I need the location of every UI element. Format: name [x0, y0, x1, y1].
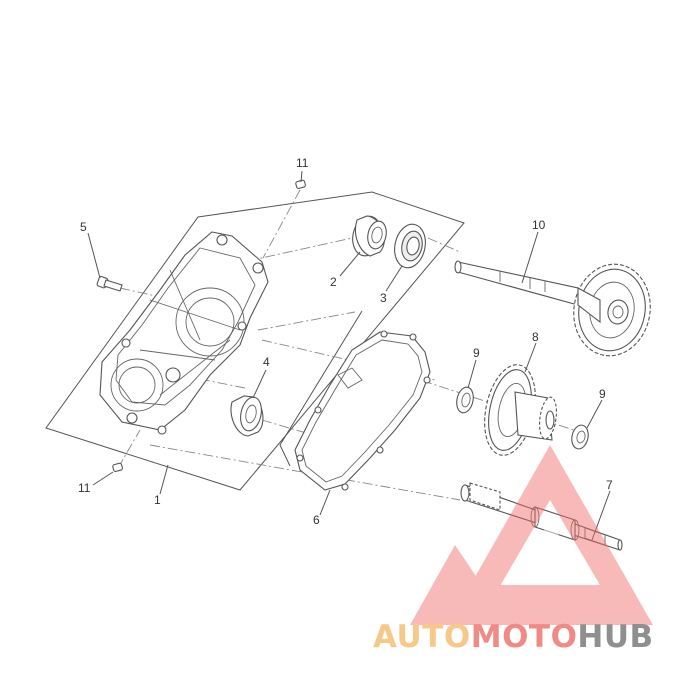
gasket-group-frame — [279, 310, 363, 467]
logo-triangle-shape — [410, 445, 653, 625]
part-8-double-gear — [484, 364, 557, 456]
label-part-6: 6 — [313, 513, 320, 527]
label-part-3: 3 — [380, 291, 387, 305]
label-part-5: 5 — [80, 220, 87, 234]
watermark-logo-icon — [410, 445, 653, 625]
label-part-10: 10 — [532, 218, 546, 232]
watermark-brand-hub: HUB — [577, 619, 653, 655]
label-part-11-upper: 11 — [296, 156, 309, 170]
part-9-washer-right — [571, 424, 589, 450]
part-7-shaft — [460, 482, 623, 551]
watermark-brand-moto: MOTO — [471, 619, 578, 655]
label-part-9-left: 9 — [473, 346, 480, 360]
part-labels: 11 5 10 2 3 8 9 9 4 11 1 6 7 — [78, 156, 613, 527]
part-2-bearing — [352, 215, 387, 257]
label-part-2: 2 — [330, 275, 337, 289]
leader-lines — [87, 170, 611, 541]
part-11-lower-dowel — [112, 462, 123, 472]
part-6-gasket — [294, 330, 431, 491]
part-1-transmission-cover — [99, 231, 269, 435]
label-part-4: 4 — [263, 355, 270, 369]
label-part-9-right: 9 — [599, 387, 606, 401]
watermark-brand-auto: AUTO — [373, 619, 471, 655]
watermark-brand-text: AUTOMOTOHUB — [373, 619, 654, 655]
part-9-washer-left — [456, 386, 474, 414]
part-5-bolt — [96, 275, 123, 292]
part-11-upper-dowel — [295, 179, 306, 189]
part-4-bearing — [230, 395, 264, 437]
label-part-8: 8 — [532, 330, 539, 344]
gear-10-teeth — [573, 263, 651, 357]
logo-inner-triangle — [515, 520, 585, 580]
part-10-driven-shaft-gear — [454, 260, 651, 357]
label-part-7: 7 — [606, 478, 613, 492]
label-part-1: 1 — [154, 493, 161, 507]
label-part-11-lower: 11 — [78, 481, 91, 495]
part-3-oil-seal — [394, 223, 426, 269]
